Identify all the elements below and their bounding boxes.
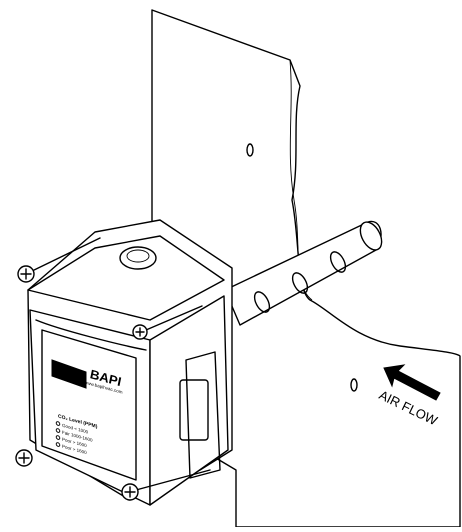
level-poor-2: Poor > 1600 <box>62 444 87 456</box>
level-poor: Poor > 1600 <box>62 437 87 449</box>
display-window <box>51 359 87 389</box>
mount-hole-upper <box>246 143 254 157</box>
screw-bottom-left <box>15 449 33 467</box>
screw-top-left <box>17 237 101 283</box>
screw-bottom-right <box>121 469 211 501</box>
screw-mid-right <box>132 305 203 340</box>
probe-tube <box>224 220 383 326</box>
air-flow-arrow-icon <box>383 364 441 401</box>
mount-hole-lower <box>350 378 358 392</box>
sensor-enclosure: BAPI www.bapihvac.com CO₂ Level (PPM) Go… <box>27 219 233 506</box>
mounting-bracket <box>179 379 209 441</box>
